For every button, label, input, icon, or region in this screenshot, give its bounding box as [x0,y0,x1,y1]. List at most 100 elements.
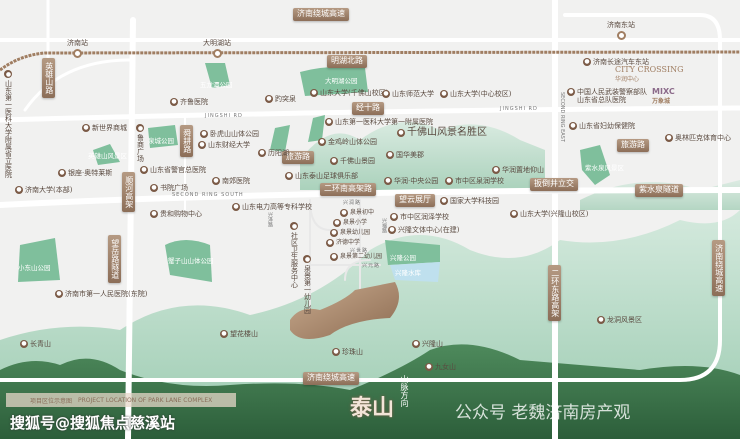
road-name-text: SECOND RING SOUTH [172,192,244,198]
park-label: 蟹子山山体公园 [168,258,214,265]
poi-label: ●泉景第一幼儿园 [303,255,312,314]
poi-marker-icon: ● [569,122,577,130]
poi-marker-icon: ● [20,340,28,348]
station-marker: 济南东站 [607,20,635,40]
poi-label: ●济南长途汽车东站 [583,58,649,66]
city-crossing-cn: 华润中心 [615,75,640,83]
poi-label-text: 山东大学(中心校区) [450,89,512,98]
poi-label: ● 社区卫生服务中心 [290,222,299,288]
road-name-text: SECOND RING EAST [559,92,565,142]
station-name: 济南东站 [607,21,635,29]
road-name-text: JINGSHI RD [500,106,538,112]
road-name: 兴福路 [381,218,388,233]
road-badge: 扳倒井立交 [530,178,578,191]
road-badge: 经十路 [352,102,384,115]
poi-label-text: 卧虎山山体公园 [210,129,259,138]
poi-label-text: 市中区泉润学校 [455,176,504,185]
poi-label-text: 社区卫生服务中心 [290,232,299,288]
poi-label-text: 金鸡岭山体公园 [328,137,377,146]
road-name: 兴世路 [350,247,368,254]
poi-marker-icon: ● [220,330,228,338]
poi-label: ●望花楼山 [220,330,258,338]
poi-label-text: 龙洞风景区 [607,315,642,324]
road-name: 兴泽路 [267,212,274,227]
park-label: 英雄山风景区 [88,153,127,160]
poi-marker-icon: ● [303,255,311,263]
park-label-text: 小东山公园 [18,264,51,272]
poi-marker-icon: ● [445,177,453,185]
road-badge-text: 望云展厅 [399,195,431,204]
park-label: 五龙潭公园 [200,82,233,89]
poi-marker-icon: ● [232,203,240,211]
poi-label: ●山东大学(中心校区) [440,90,511,98]
poi-marker-icon: ● [310,89,318,97]
poi-label-text: 济南长途汽车东站 [593,57,649,66]
road-badge: 济南绕城高速 [293,8,349,21]
reservoir [390,262,440,282]
poi-marker-icon: ● [332,348,340,356]
poi-marker-icon: ● [388,226,396,234]
mixc-cn: 万象城 [652,97,671,105]
park-label-text: 兴隆公园 [390,254,416,262]
poi-label: ●山东泰山足球俱乐部 [285,172,358,180]
poi-label-text: 华润·中央公园 [394,176,439,185]
caption-cn: 项目区位示意图 [30,397,73,405]
park-label-text: 五龙潭公园 [200,81,233,89]
road-badge-text: 济南绕城高速 [714,244,724,292]
poi-marker-icon: ● [15,186,23,194]
park-label-text: 蟹子山山体公园 [168,257,214,265]
park-label: 紫水泉风景区 [585,165,624,172]
road-badge: 英雄山路 [42,58,55,98]
poi-label: ●济南市第一人民医院(东院) [55,290,147,298]
poi-label-text: 济南市第一人民医院(东院) [65,289,148,298]
poi-marker-icon: ● [285,172,293,180]
poi-marker-icon: ● [386,151,394,159]
mixc-text: MIXC [652,87,675,96]
poi-label-text: 兴隆山 [422,339,443,348]
poi-label-text: 山东省警官总医院 [150,165,206,174]
road-badge: 济南绕城高速 [303,372,359,385]
poi-label: ●千佛山风景名胜区 [397,128,487,138]
poi-label: ●山东大学(千佛山校区) [310,89,388,97]
poi-label-text: 国家大学科技园 [450,196,499,205]
poi-marker-icon: ● [330,229,338,237]
poi-marker-icon: ● [384,177,392,185]
poi-marker-icon: ● [150,210,158,218]
road-name-text: JINGSHI RD [205,113,243,119]
station-name: 大明湖站 [203,39,231,47]
poi-label-text: 贵和购物中心 [160,209,202,218]
poi-label-text: 银座·奥特莱斯 [68,168,113,177]
road-name: JINGSHI RD [205,113,243,119]
park-label: 泉城公园 [148,138,174,145]
station-name: 济南站 [67,39,88,47]
poi-marker-icon: ● [290,222,298,230]
poi-marker-icon: ● [318,138,326,146]
road-badge-text: 济南绕城高速 [307,373,355,382]
poi-marker-icon: ● [440,90,448,98]
poi-label: ●中国人民武装警察部队山东省总队医院 [567,88,647,105]
road-badge: 二环南高架路 [320,183,376,196]
poi-label-text: 鲁商广场 [136,134,145,162]
poi-marker-icon: ● [140,166,148,174]
poi-marker-icon: ● [170,98,178,106]
poi-label-text: 山东第一医科大学第一附属医院 [335,117,433,126]
poi-label-text: 珍珠山 [342,347,363,356]
poi-label: ●国华美郡 [386,151,424,159]
road-badge: 二环东路高架 [548,265,561,321]
poi-marker-icon: ● [330,157,338,165]
poi-label: ●山东省妇幼保健院 [569,122,635,130]
road-name-text: 兴元路 [362,263,381,269]
road-name-text: 兴泽路 [267,212,273,227]
poi-marker-icon: ● [325,118,333,126]
road-name: 兴润路 [343,199,361,206]
poi-label: ●书院广场 [150,184,188,192]
road-badge: 旅游路 [282,151,314,164]
poi-label-text: 华润置地仰山 [502,165,544,174]
poi-marker-icon: ● [382,90,390,98]
poi-label: ●兴隆山 [412,340,443,348]
poi-label-text: 长青山 [30,339,51,348]
road-badge: 顺河高架 [122,172,135,212]
poi-marker-icon: ● [567,88,575,96]
poi-marker-icon: ● [200,130,208,138]
